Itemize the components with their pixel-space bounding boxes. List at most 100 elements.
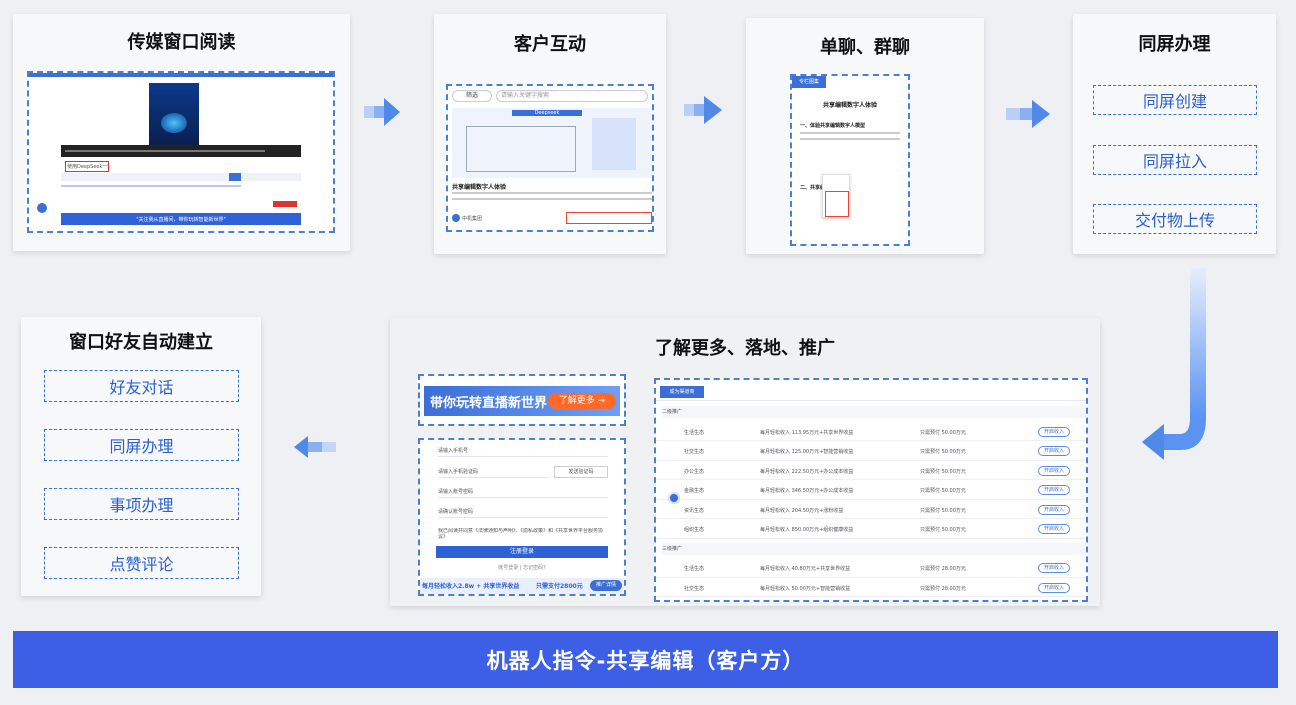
open-income-button[interactable]: 开启收入 [1038,582,1070,593]
context-menu[interactable] [822,174,850,218]
open-income-button[interactable]: 开启收入 [1038,563,1070,573]
diagram-image: Deepseek [452,108,652,178]
like-comment-button[interactable]: 点赞评论 [44,547,239,579]
filter-dropdown[interactable]: 筛选 [452,90,492,102]
open-income-button[interactable]: 开启收入 [1038,465,1070,476]
table-tab[interactable]: 成为渠道商 [660,386,704,398]
table-cell-name: 社交生态 [684,449,705,455]
text-line [800,138,900,140]
diagram-block [466,126,576,172]
screen-share-button[interactable]: 同屏办理 [44,429,239,461]
promo-mid: 只需支付2800元 [536,583,583,590]
video-caption: 使用DeepSeek一键接入数字人 [65,161,109,172]
table-row: 办公生态 每月轻松收入 222.50万元+办公成本收益 只需预付 50.00万元 开启… [656,461,1086,480]
interaction-screenshot[interactable]: 筛选 请输入关键字搜索 Deepseek 共享编辑数字人体验 中机集团 [446,84,654,232]
card-title: 同屏办理 [1138,34,1211,55]
learn-more-button[interactable]: 了解更多 → [548,393,616,409]
table-row: 生活生态每月轻松收入 113.95万元+共享世界收益只需预付 50.00万元开启… [656,422,1086,441]
video-thumbnail[interactable] [149,83,199,151]
friend-chat-button[interactable]: 好友对话 [44,370,239,402]
table-cell-price: 只需预付 50.00万元 [920,488,966,494]
card-title: 传媒窗口阅读 [127,32,236,53]
open-income-button[interactable]: 开启收入 [1038,446,1070,456]
phone-input[interactable]: 请输入手机号 [438,447,608,457]
open-income-button[interactable]: 开启收入 [1038,504,1070,515]
card-title: 了解更多、落地、推广 [655,338,835,359]
red-button[interactable] [273,201,297,207]
post-text-line [452,192,652,194]
card-auto-friend: 窗口好友自动建立 好友对话 同屏办理 事项办理 点赞评论 [21,317,261,596]
table-group-label: 三级推广 [662,542,1086,555]
video-player-bar[interactable] [61,145,301,157]
open-income-button[interactable]: 开启收入 [1038,485,1070,495]
table-cell-name: 办公生态 [684,468,705,475]
table-cell-price: 只需预付 28.00万元 [920,585,966,592]
table-cell-income: 每月轻松收入 113.95万元+共享世界收益 [760,429,854,436]
chat-float-icon[interactable] [668,492,680,504]
card-title: 窗口好友自动建立 [69,332,213,353]
matter-handling-button[interactable]: 事项办理 [44,488,239,520]
table-body: 二级推广生活生态 每月轻松收入 113.95万元+共享世界收益只需预付 50.00… [656,402,1086,600]
table-group-label: 二级推广 [662,406,1086,418]
table-cell-name: 组织生态 [684,527,705,533]
author-avatar [452,214,460,222]
login-links[interactable]: 账号登录 | 忘记密码? [498,565,546,571]
send-button[interactable] [229,173,241,181]
card-title: 单聊、群聊 [820,37,910,58]
footer-banner: 机器人指令-共享编辑（客户方） [13,631,1278,688]
confirm-password-input[interactable]: 请确认账号密码 [438,508,608,518]
text-line [800,132,900,134]
author-name: 中机集团 [462,216,483,222]
comment-input[interactable] [61,173,301,181]
progress-track[interactable] [65,150,265,152]
diagram-top: Deepseek [512,110,582,116]
channel-table: 成为渠道商 二级推广生活生态 每月轻松收入 113.95万元+共享世界收益只需预付… [654,378,1088,602]
brain-icon [161,113,187,133]
media-screenshot[interactable]: 使用DeepSeek一键接入数字人 "关注我从直播间，带你玩转智能新世界" [27,71,335,233]
table-cell-income: 每月轻松收入 125.00万元+智能营销收益 [760,449,854,455]
promo-banner[interactable]: "关注我从直播间，带你玩转智能新世界" [61,213,301,225]
promo-banner-shot[interactable]: 带你玩转直播新世界 了解更多 → [418,374,626,426]
post-title[interactable]: 共享编辑数字人体验 [452,184,507,191]
banner-bg: 带你玩转直播新世界 了解更多 → [424,386,620,416]
table-cell-price: 只需预付 50.00万元 [920,449,966,455]
agreement-checkbox[interactable]: 我已阅读并同意《法律通知与声明》、《隐私政策》和《共享世界平台服务协议》 [438,528,604,540]
action-bar-highlight[interactable] [566,212,652,224]
doc-tab[interactable]: 专栏图集 [792,76,826,88]
promo-button[interactable]: 推广详情 [590,580,622,591]
code-input[interactable]: 请输入手机验证码 [438,468,548,478]
send-code-button[interactable]: 发送验证码 [554,466,608,478]
card-customer-interaction: 客户互动 筛选 请输入关键字搜索 Deepseek 共享编辑数字人体验 中机集团 [434,14,666,254]
table-cell-price: 只需预付 50.00万元 [920,468,966,475]
card-chat: 单聊、群聊 专栏图集 共享编辑数字人体验 一、体验共享编辑数字人模型 二、共享编… [746,18,984,254]
table-cell-income: 每月轻松收入 204.50万元+涨粉收益 [760,507,844,514]
open-income-button[interactable]: 开启收入 [1038,426,1070,437]
card-learn-more: 了解更多、落地、推广 带你玩转直播新世界 了解更多 → 请输入手机号 请输入手机… [390,318,1100,606]
menu-highlight [825,191,849,217]
table-cell-price: 只需预付 50.00万元 [920,527,966,533]
table-cell-price: 只需预付 28.00万元 [920,566,966,572]
doc-heading-1: 一、体验共享编辑数字人模型 [800,123,866,129]
search-input[interactable]: 请输入关键字搜索 [496,90,648,102]
table-cell-income: 每月轻松收入 50.00万元+智能营销收益 [760,585,851,592]
banner-text: 带你玩转直播新世界 [430,396,548,411]
table-cell-income: 每月轻松收入 222.50万元+办公成本收益 [760,468,854,475]
password-input[interactable]: 请输入账号密码 [438,488,608,498]
deliverable-upload-button[interactable]: 交付物上传 [1093,204,1257,234]
table-cell-name: 社交生态 [684,585,705,592]
post-text-line [452,198,652,200]
card-title: 客户互动 [514,34,586,55]
table-cell-name: 生活生态 [684,429,705,436]
screen-create-button[interactable]: 同屏创建 [1093,85,1257,115]
arrow-left-icon [294,436,336,458]
table-row: 组织生态 每月轻松收入 850.00万元+组织健康收益 只需预付 50.00万元 开启… [656,519,1086,539]
table-cell-income: 每月轻松收入 850.00万元+组织健康收益 [760,527,854,533]
card-media-reading: 传媒窗口阅读 使用DeepSeek一键接入数字人 "关注我从直播间，带你玩转智能… [13,14,350,251]
chat-screenshot[interactable]: 专栏图集 共享编辑数字人体验 一、体验共享编辑数字人模型 二、共享编辑 [790,74,910,246]
register-button[interactable]: 注册登录 [436,546,608,558]
avatar-icon [37,203,47,213]
text-line [61,185,241,187]
arrow-curve-icon [1142,268,1206,460]
screen-pull-button[interactable]: 同屏拉入 [1093,145,1257,175]
open-income-button[interactable]: 开启收入 [1038,524,1070,534]
